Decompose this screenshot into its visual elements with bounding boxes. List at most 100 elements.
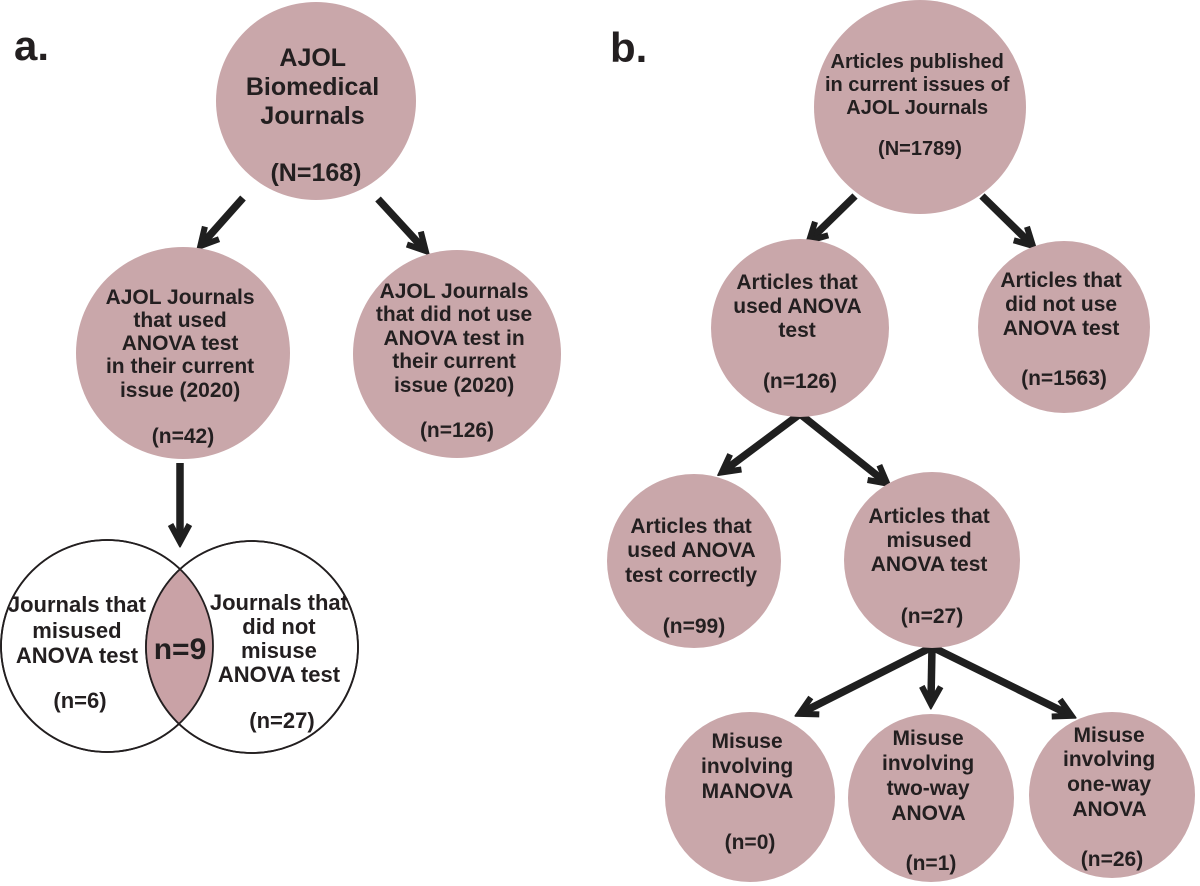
node-b-notused-text: Articles that did not use ANOVA test (n=… — [1000, 269, 1127, 390]
node-b-manova-circle — [665, 712, 835, 882]
node-b-correct: Articles that used ANOVA test correctly … — [607, 474, 781, 648]
node-a-used-circle — [76, 247, 290, 459]
text-line: ANOVA test — [1003, 317, 1120, 340]
panel-b: b. Articles published in current issues … — [607, 0, 1195, 882]
text-line: in their current — [106, 355, 254, 378]
text-line: AJOL Journals — [846, 97, 988, 119]
text-line: test — [778, 319, 815, 342]
arrow-b-root-to-notused — [979, 193, 1030, 243]
text-line: one-way — [1067, 773, 1151, 796]
text-line: involving — [701, 755, 793, 778]
node-b-notused-circle — [978, 241, 1150, 413]
text-line: issue (2020) — [120, 379, 240, 402]
venn-right-outline — [145, 540, 359, 754]
node-a-root-text: AJOL Biomedical Journals (N=168) — [246, 44, 386, 187]
text-line: AJOL — [279, 44, 345, 72]
node-b-manova: Misuse involving MANOVA (n=0) — [665, 712, 835, 882]
count-label: (n=1) — [906, 852, 957, 875]
arrow-b-used-to-misused — [797, 411, 884, 481]
text-line: misuse — [241, 638, 317, 663]
node-b-oneway-circle — [1029, 712, 1195, 878]
arrow-b-misused-to-manova — [803, 643, 934, 712]
text-line: Journals — [260, 102, 364, 130]
node-a-root-circle — [216, 2, 416, 200]
node-a-notused-circle — [353, 250, 561, 458]
text-line: in current issues of — [825, 74, 1010, 96]
node-b-used-text: Articles that used ANOVA test (n=126) — [733, 271, 866, 393]
node-b-correct-circle — [607, 474, 781, 648]
text-line: test correctly — [625, 564, 757, 587]
text-line: used ANOVA — [627, 539, 755, 562]
panel-b-label: b. — [610, 24, 647, 71]
node-a-notused-text: AJOL Journals that did not use ANOVA tes… — [376, 280, 538, 442]
node-b-notused: Articles that did not use ANOVA test (n=… — [978, 241, 1150, 413]
count-label: (n=27) — [901, 605, 963, 628]
text-line: Journals that — [210, 590, 349, 615]
arrow-a-root-to-used — [203, 195, 246, 243]
text-line: Journals that — [8, 592, 147, 617]
text-line: Misuse — [892, 727, 963, 750]
text-line: ANOVA test — [218, 662, 341, 687]
node-b-manova-text: Misuse involving MANOVA (n=0) — [701, 730, 799, 854]
count-label: (n=126) — [763, 370, 837, 393]
count-label: (n=6) — [53, 688, 106, 713]
panel-a: a. AJOL Biomedical Journals (N=168) AJOL… — [0, 2, 561, 754]
node-b-misused-circle — [844, 472, 1020, 648]
node-a-root: AJOL Biomedical Journals (N=168) — [216, 2, 416, 200]
text-line: Articles that — [736, 271, 857, 294]
text-line: MANOVA — [702, 780, 794, 803]
count-label: (N=1789) — [878, 138, 962, 160]
count-label: (n=1563) — [1021, 367, 1107, 390]
count-label: (n=99) — [663, 615, 725, 638]
text-line: Articles that — [868, 505, 989, 528]
node-b-root-circle — [814, 0, 1026, 214]
text-line: ANOVA test — [871, 553, 988, 576]
text-line: issue (2020) — [394, 374, 514, 397]
text-line: used ANOVA — [733, 295, 861, 318]
count-label: (n=42) — [152, 425, 214, 448]
venn-left-outline — [0, 539, 214, 753]
node-b-root-text: Articles published in current issues of … — [825, 51, 1015, 160]
text-line: Articles that — [1000, 269, 1121, 292]
text-line: that used — [133, 309, 226, 332]
node-b-used-circle — [711, 239, 889, 417]
node-a-notused: AJOL Journals that did not use ANOVA tes… — [353, 250, 561, 458]
node-b-oneway-text: Misuse involving one-way ANOVA (n=26) — [1063, 724, 1161, 871]
node-b-oneway: Misuse involving one-way ANOVA (n=26) — [1029, 712, 1195, 878]
text-line: their current — [392, 350, 516, 373]
node-b-twoway: Misuse involving two-way ANOVA (n=1) — [848, 714, 1014, 882]
venn-left-text: Journals that misused ANOVA test (n=6) — [8, 592, 152, 713]
count-label: (n=26) — [1081, 848, 1143, 871]
text-line: Biomedical — [246, 73, 379, 101]
node-b-misused-text: Articles that misused ANOVA test (n=27) — [868, 505, 995, 628]
text-line: ANOVA — [1072, 798, 1146, 821]
node-b-root: Articles published in current issues of … — [814, 0, 1026, 214]
node-b-twoway-circle — [848, 714, 1014, 882]
text-line: AJOL Journals — [106, 286, 255, 309]
count-label: (n=27) — [249, 708, 314, 733]
venn-overlap-count: n=9 — [154, 633, 207, 666]
text-line: involving — [882, 752, 974, 775]
text-line: Misuse — [1073, 724, 1144, 747]
text-line: ANOVA test — [122, 332, 239, 355]
panel-a-label: a. — [14, 22, 49, 69]
count-label: (n=126) — [420, 419, 494, 442]
text-line: AJOL Journals — [380, 280, 529, 303]
count-label: (N=168) — [270, 159, 361, 187]
text-line: ANOVA — [891, 802, 965, 825]
node-b-used: Articles that used ANOVA test (n=126) — [711, 239, 889, 417]
text-line: misused — [886, 529, 971, 552]
text-line: misused — [32, 618, 121, 643]
text-line: two-way — [887, 777, 970, 800]
arrow-b-misused-to-oneway — [930, 643, 1068, 714]
venn-diagram: Journals that misused ANOVA test (n=6) J… — [0, 539, 359, 754]
text-line: ANOVA test in — [383, 327, 524, 350]
text-line: Misuse — [711, 730, 782, 753]
text-line: Articles that — [630, 515, 751, 538]
node-b-correct-text: Articles that used ANOVA test correctly … — [625, 515, 763, 638]
arrow-b-used-to-correct — [725, 410, 803, 470]
node-a-used: AJOL Journals that used ANOVA test in th… — [76, 247, 290, 459]
text-line: did not use — [1005, 293, 1117, 316]
